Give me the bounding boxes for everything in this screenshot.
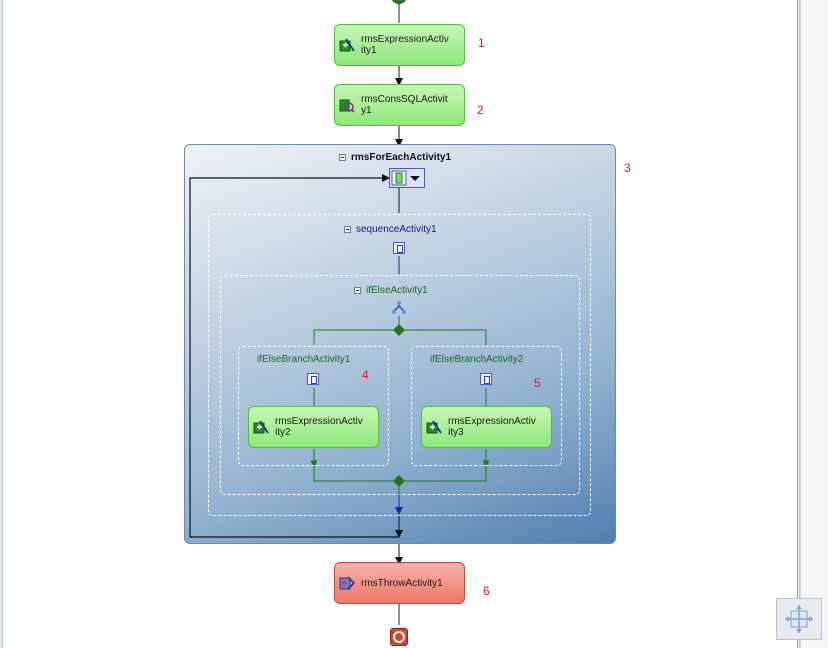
branch-icon [480,373,492,385]
activity-rmsConsSQLActivity1[interactable]: rmsConsSQLActivity1 [334,84,465,126]
left-frame-edge [0,0,3,648]
expression-activity-icon [253,420,269,434]
collapse-toggle-icon[interactable] [339,154,346,161]
collapse-toggle-icon[interactable] [354,287,361,294]
ifelse-branch-2[interactable] [411,346,562,466]
collapse-toggle-icon[interactable] [344,226,351,233]
sequence-container[interactable] [208,214,591,516]
ifelse-branch-1[interactable] [238,346,389,466]
end-node[interactable] [390,628,408,646]
foreach-view-dropdown[interactable] [389,168,425,188]
annotation-number-1: 1 [478,36,485,50]
throw-icon [339,576,355,590]
sequence-view-icon [391,170,407,186]
activity-rmsExpressionActivity2[interactable]: rmsExpressionActivity2 [248,406,379,448]
ifelse-icon [392,301,406,314]
pan-navigator-icon [785,605,813,633]
ifelse-title[interactable]: ifElseActivity1 [354,285,428,296]
expression-activity-icon [426,420,442,434]
foreach-label: rmsForEachActivity1 [351,152,452,163]
branch-icon [307,373,319,385]
frame-edge [799,0,800,648]
branch-2-title: ifElseBranchActivity2 [430,354,524,365]
activity-rmsThrowActivity1[interactable]: rmsThrowActivity1 [334,562,465,604]
annotation-number-3: 3 [624,161,631,175]
annotation-number-4: 4 [362,368,369,382]
sequence-title[interactable]: sequenceActivity1 [344,224,437,235]
activity-rmsExpressionActivity1[interactable]: rmsExpressionActivity1 [334,24,465,66]
sql-activity-icon [339,99,355,113]
activity-label: rmsExpressionActivity2 [275,416,363,438]
end-circle-icon [393,631,405,643]
annotation-number-6: 6 [483,584,490,598]
activity-label: rmsThrowActivity1 [361,577,443,589]
activity-rmsExpressionActivity3[interactable]: rmsExpressionActivity3 [421,406,552,448]
ifelse-container[interactable] [220,275,580,495]
annotation-number-5: 5 [534,376,541,390]
branch-1-title: ifElseBranchActivity1 [257,354,351,365]
activity-label: rmsExpressionActivity3 [448,416,536,438]
ifelse-label: ifElseActivity1 [366,285,428,296]
activity-label: rmsExpressionActivity1 [361,34,449,56]
sequence-label: sequenceActivity1 [356,224,437,235]
foreach-title[interactable]: rmsForEachActivity1 [339,152,451,163]
expression-activity-icon [339,38,355,52]
sequence-icon [393,242,405,254]
dropdown-icon [410,176,420,181]
pan-navigator-button[interactable] [776,598,822,640]
annotation-number-2: 2 [477,103,484,117]
scroll-track[interactable] [800,0,826,648]
activity-label: rmsConsSQLActivity1 [361,94,448,116]
